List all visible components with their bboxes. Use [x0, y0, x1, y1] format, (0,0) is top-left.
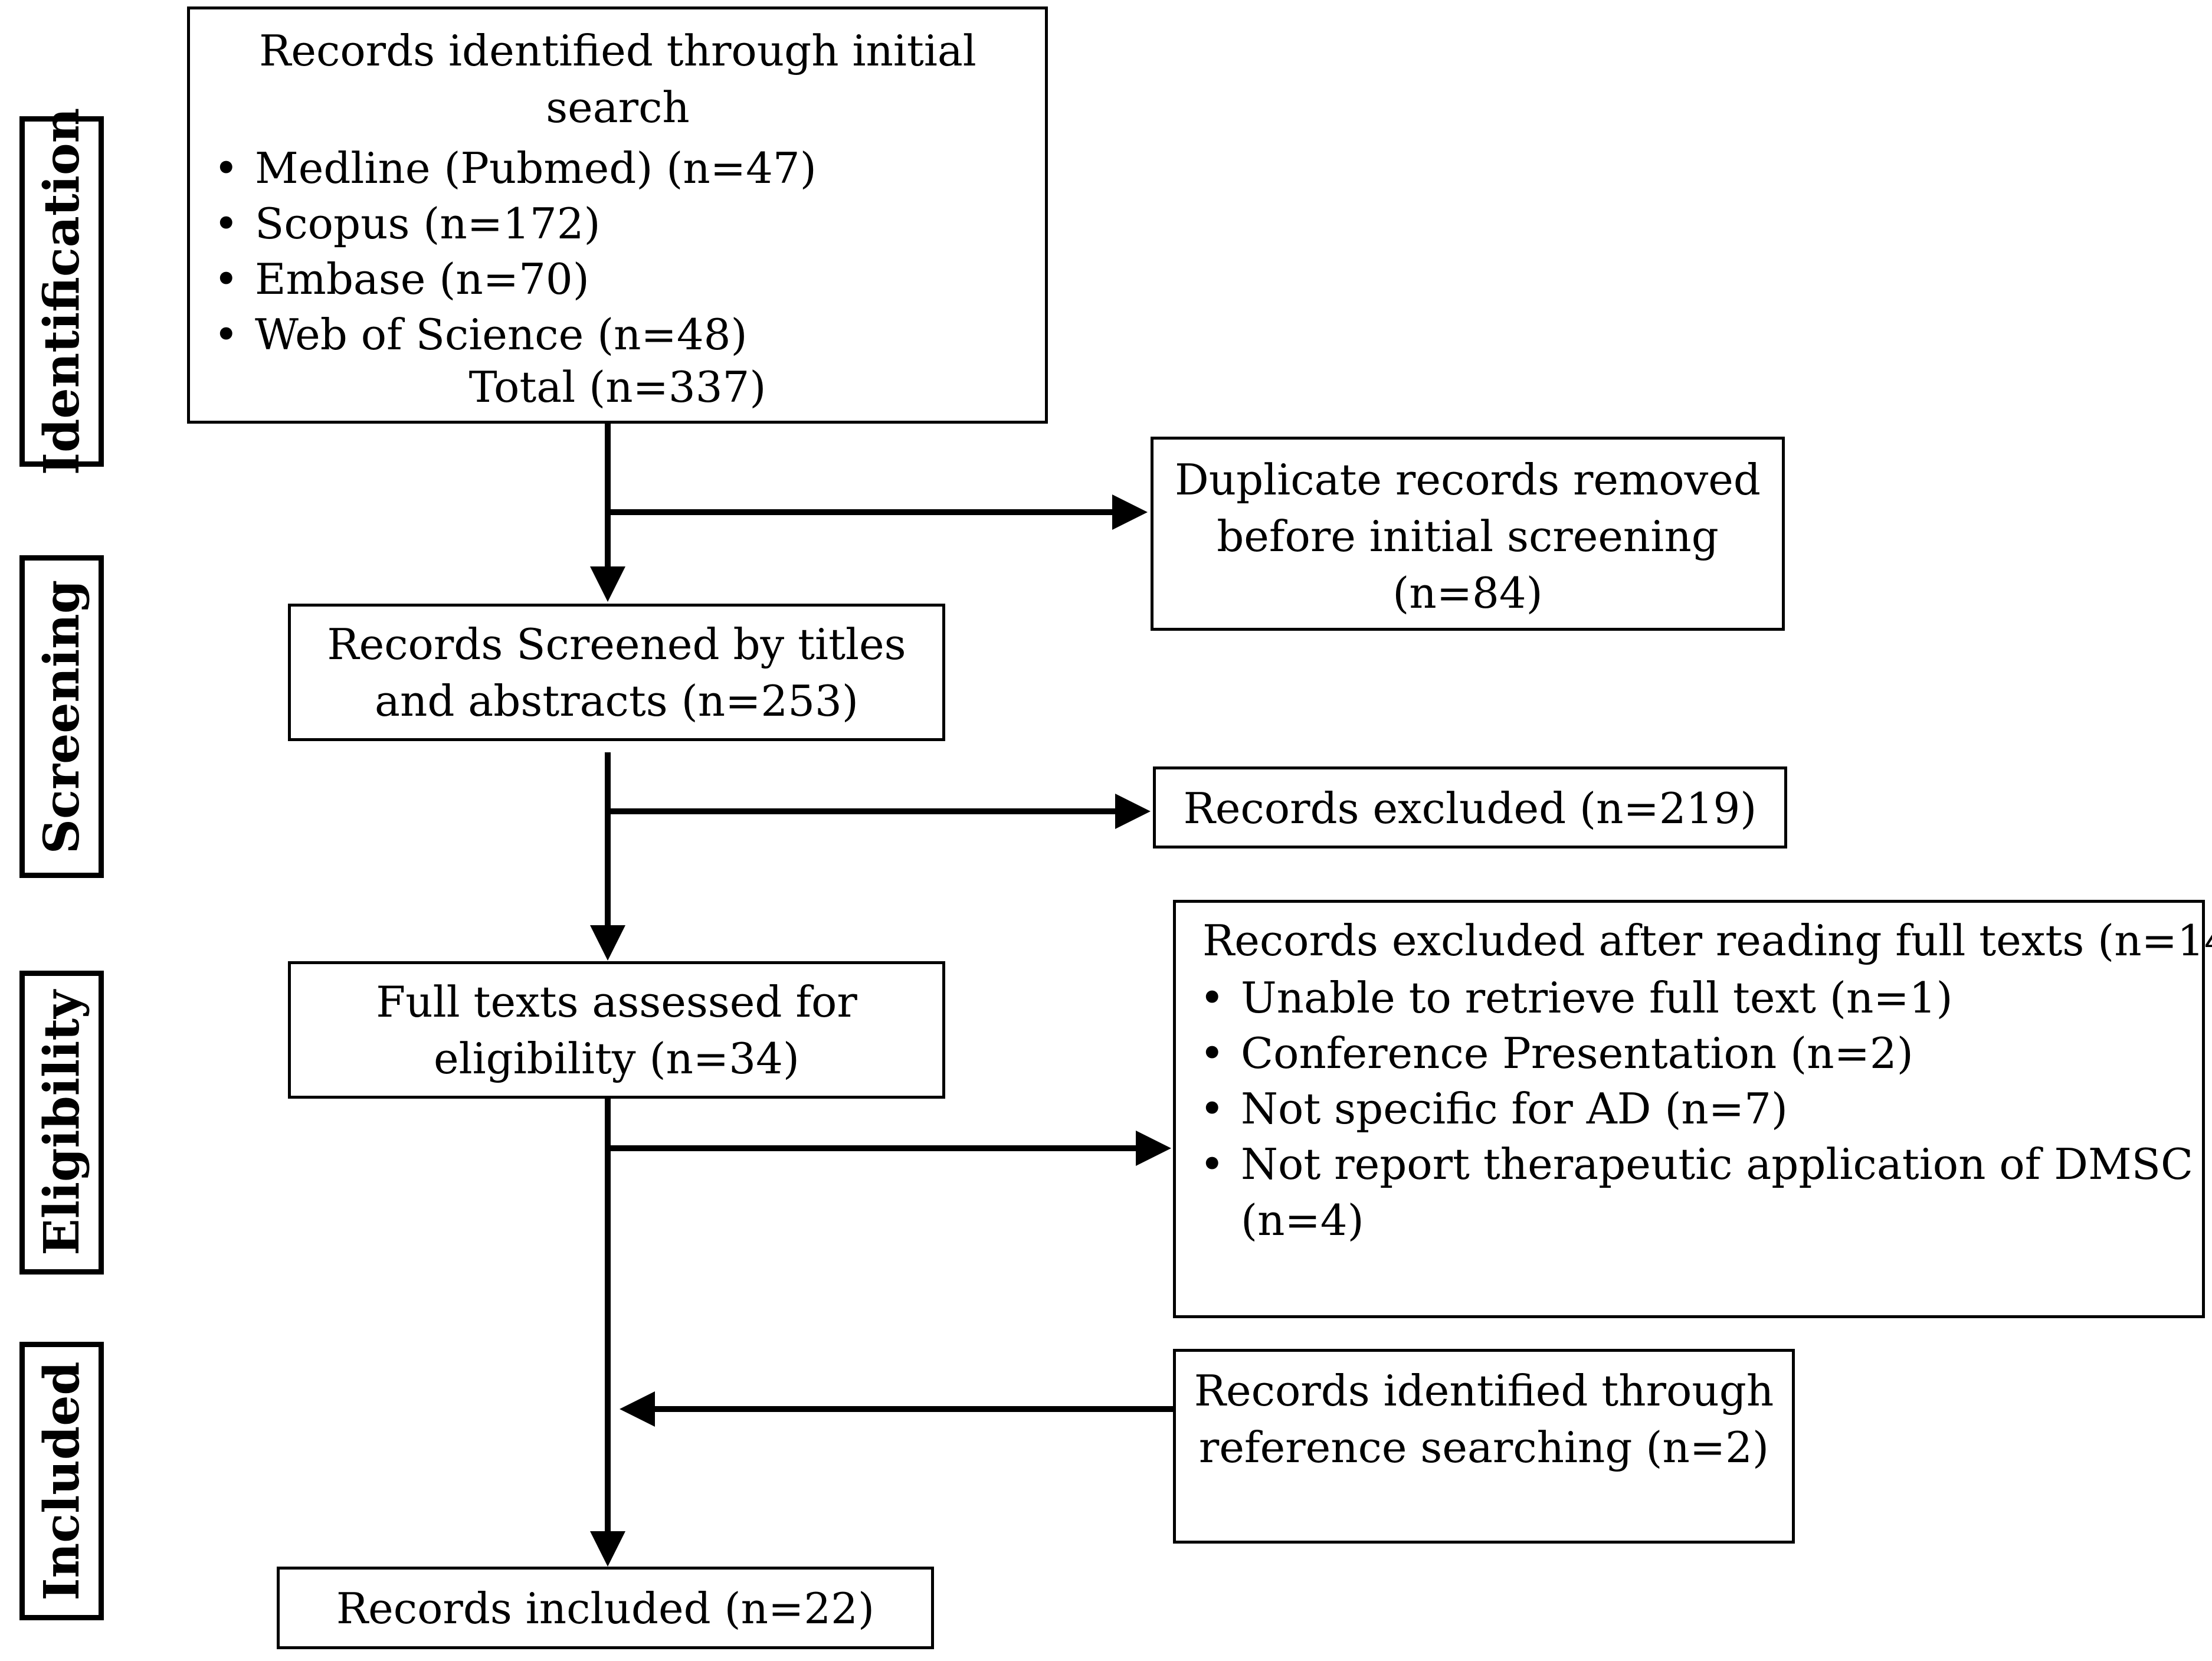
reason-item-continued: (n=4)	[1241, 1195, 1364, 1245]
duplicates-box: Duplicate records removed before initial…	[1151, 437, 1785, 631]
reference-search-line2: reference searching (n=2)	[1198, 1423, 1769, 1472]
duplicates-line2: before initial screening	[1217, 512, 1719, 561]
identified-sources: Medline (Pubmed) (n=47) Scopus (n=172) E…	[214, 140, 817, 362]
stage-identification: Identification	[19, 108, 104, 475]
included-text: Records included (n=22)	[336, 1584, 875, 1633]
fulltexts-line1: Full texts assessed for	[376, 977, 857, 1027]
reason-item: Conference Presentation (n=2)	[1200, 1026, 2193, 1081]
fulltexts-box: Full texts assessed for eligibility (n=3…	[288, 961, 945, 1099]
identified-title: Records identified through initial searc…	[259, 26, 976, 132]
stage-included: Included	[19, 1342, 104, 1620]
duplicates-line1: Duplicate records removed	[1175, 455, 1761, 504]
screened-line2: and abstracts (n=253)	[375, 676, 858, 726]
excluded-full-title: Records excluded after reading full text…	[1202, 916, 2212, 965]
source-item: Scopus (n=172)	[214, 196, 817, 251]
stage-identification-label: Identification	[33, 107, 90, 476]
excluded-full-reasons: Unable to retrieve full text (n=1) Confe…	[1200, 970, 2193, 1192]
excluded-screening-box: Records excluded (n=219)	[1153, 766, 1787, 848]
source-item: Web of Science (n=48)	[214, 307, 817, 362]
reason-item: Not report therapeutic application of DM…	[1200, 1136, 2193, 1192]
stage-included-label: Included	[33, 1361, 90, 1601]
source-item: Medline (Pubmed) (n=47)	[214, 140, 817, 196]
identified-box: Records identified through initial searc…	[187, 6, 1048, 424]
identified-total: Total (n=337)	[468, 362, 766, 412]
screened-line1: Records Screened by titles	[327, 620, 906, 669]
reference-search-box: Records identified through reference sea…	[1173, 1349, 1795, 1544]
excluded-full-box: Records excluded after reading full text…	[1173, 900, 2212, 1318]
screened-box: Records Screened by titles and abstracts…	[288, 604, 945, 741]
duplicates-line3: (n=84)	[1392, 568, 1543, 618]
stage-eligibility: Eligibility	[19, 971, 104, 1275]
reason-item: Unable to retrieve full text (n=1)	[1200, 970, 2193, 1026]
stage-screening-label: Screening	[33, 579, 90, 854]
stage-eligibility-label: Eligibility	[33, 990, 90, 1256]
fulltexts-line2: eligibility (n=34)	[434, 1034, 799, 1083]
reason-item: Not specific for AD (n=7)	[1200, 1081, 2193, 1136]
included-box: Records included (n=22)	[277, 1567, 934, 1649]
source-item: Embase (n=70)	[214, 251, 817, 307]
stage-screening: Screening	[19, 555, 104, 878]
excluded-screening-text: Records excluded (n=219)	[1183, 784, 1757, 833]
reference-search-line1: Records identified through	[1194, 1366, 1774, 1416]
